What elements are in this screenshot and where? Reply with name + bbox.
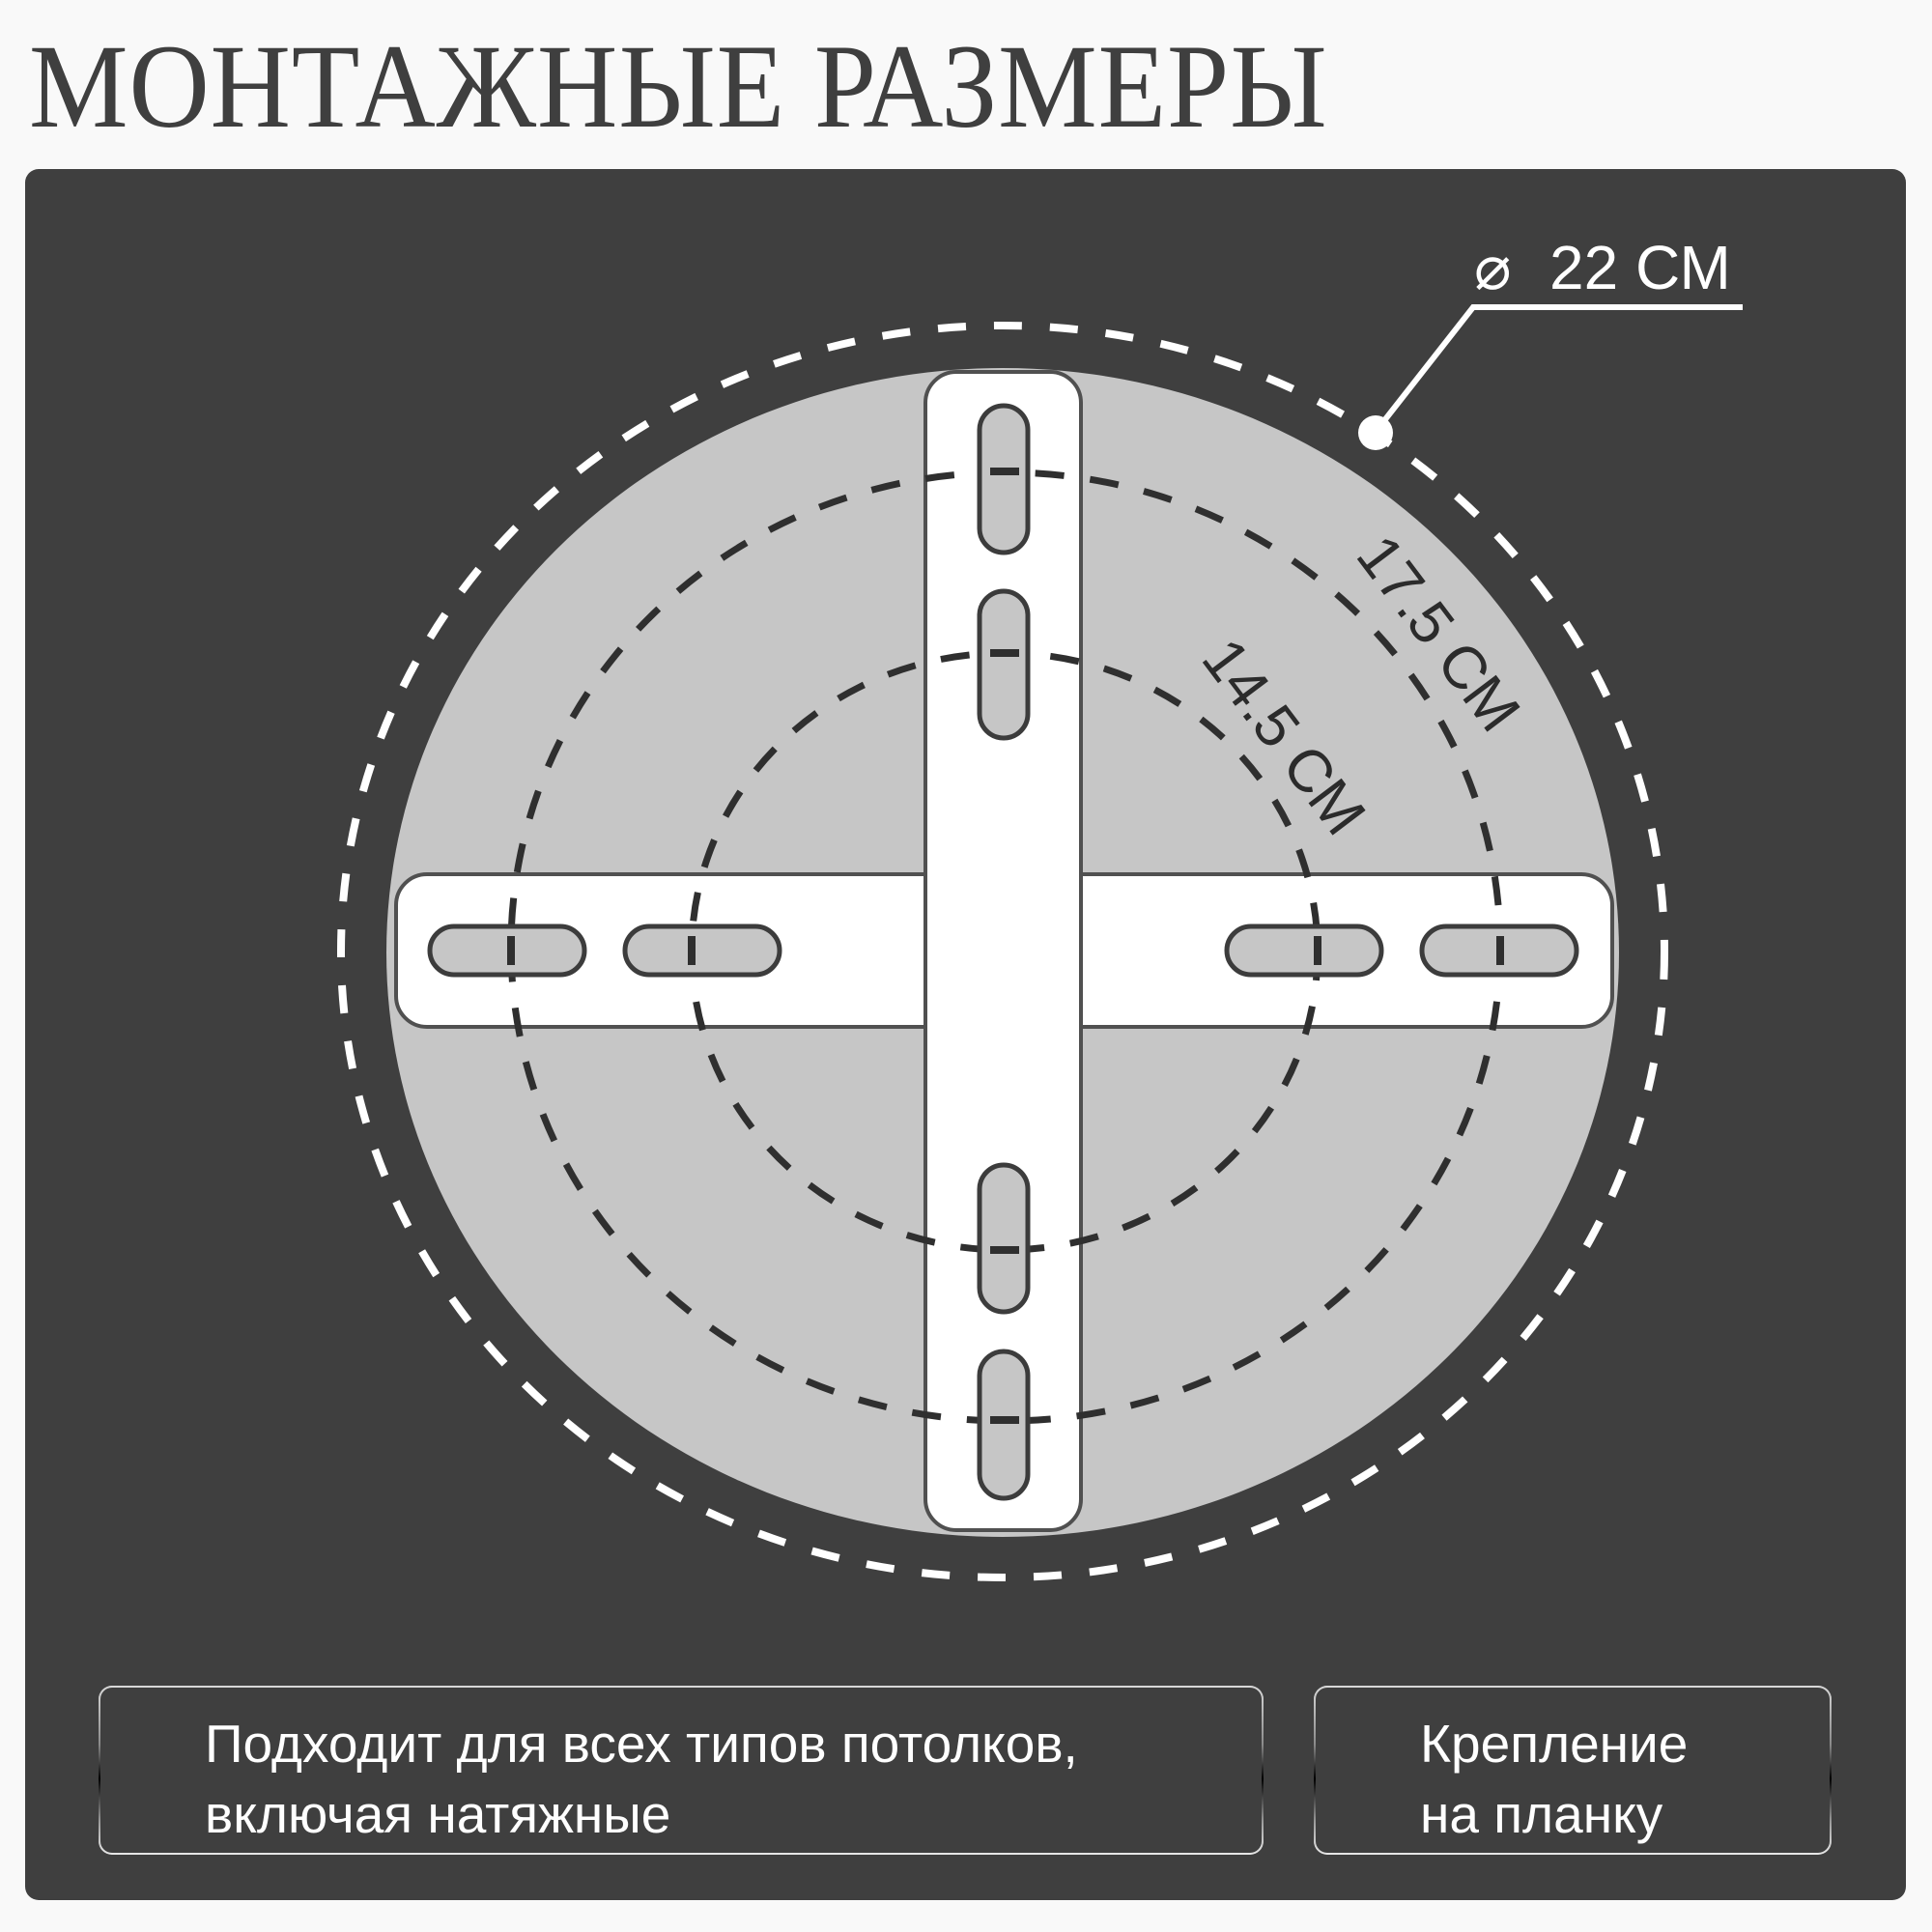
outer-diameter-ring <box>337 322 1668 1581</box>
card-text-line: включая натяжные <box>205 1784 671 1844</box>
diameter-symbol-icon: ⌀ <box>1474 233 1512 302</box>
slot <box>1224 923 1384 978</box>
slot <box>977 1162 1031 1315</box>
card-text-line: Подходит для всех типов потолков, <box>205 1714 1078 1774</box>
info-card-mounting: Крепление на планку <box>1314 1686 1832 1855</box>
slot <box>977 1349 1031 1501</box>
card-text-line: Крепление <box>1420 1714 1689 1774</box>
slot-ring-marks <box>507 468 1504 1424</box>
diameter-label: 22 СМ <box>1549 233 1731 302</box>
slot <box>977 588 1031 741</box>
info-card-ceiling-types: Подходит для всех типов потолков, включа… <box>99 1686 1264 1855</box>
slots-vertical <box>977 403 1031 1501</box>
leader-line <box>1379 304 1743 425</box>
card-text-line: на планку <box>1420 1784 1663 1844</box>
slot <box>977 403 1031 555</box>
slot <box>622 923 782 978</box>
page-title: МОНТАЖНЫЕ РАЗМЕРЫ <box>29 20 1328 153</box>
